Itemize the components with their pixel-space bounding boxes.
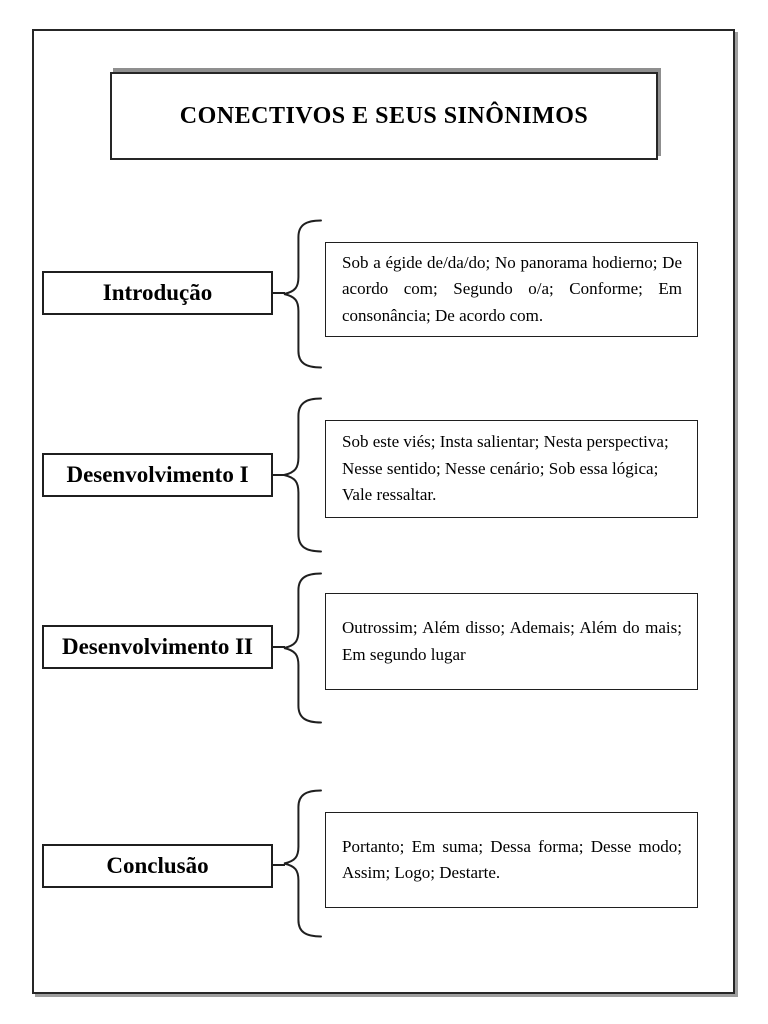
title-box: CONECTIVOS E SEUS SINÔNIMOS [110, 72, 658, 160]
page-title: CONECTIVOS E SEUS SINÔNIMOS [179, 102, 589, 129]
connector-line [272, 646, 285, 648]
synonyms-text: Outrossim; Além disso; Ademais; Além do … [342, 618, 682, 664]
synonyms-text: Portanto; Em suma; Dessa forma; Desse mo… [342, 836, 682, 882]
label-desenvolvimento-2: Desenvolvimento II [61, 634, 254, 659]
label-introducao: Introdução [102, 280, 213, 305]
label-desenvolvimento-1: Desenvolvimento I [66, 462, 249, 487]
brace-icon [281, 219, 322, 369]
brace-icon [281, 397, 322, 553]
label-conclusao: Conclusão [106, 853, 209, 878]
label-box-desenvolvimento-2: Desenvolvimento II [42, 625, 273, 669]
synonyms-box-conclusao: Portanto; Em suma; Dessa forma; Desse mo… [325, 812, 698, 908]
connector-line [272, 864, 285, 866]
synonyms-box-desenvolvimento-2: Outrossim; Além disso; Ademais; Além do … [325, 593, 698, 690]
synonyms-box-introducao: Sob a égide de/da/do; No panorama hodier… [325, 242, 698, 337]
label-box-introducao: Introdução [42, 271, 273, 315]
connector-line [272, 292, 285, 294]
brace-icon [281, 789, 322, 938]
label-box-conclusao: Conclusão [42, 844, 273, 888]
synonyms-text: Sob este viés; Insta salientar; Nesta pe… [342, 432, 669, 505]
synonyms-text: Sob a égide de/da/do; No panorama hodier… [342, 252, 682, 325]
connector-line [272, 474, 285, 476]
synonyms-box-desenvolvimento-1: Sob este viés; Insta salientar; Nesta pe… [325, 420, 698, 518]
brace-icon [281, 572, 322, 724]
label-box-desenvolvimento-1: Desenvolvimento I [42, 453, 273, 497]
